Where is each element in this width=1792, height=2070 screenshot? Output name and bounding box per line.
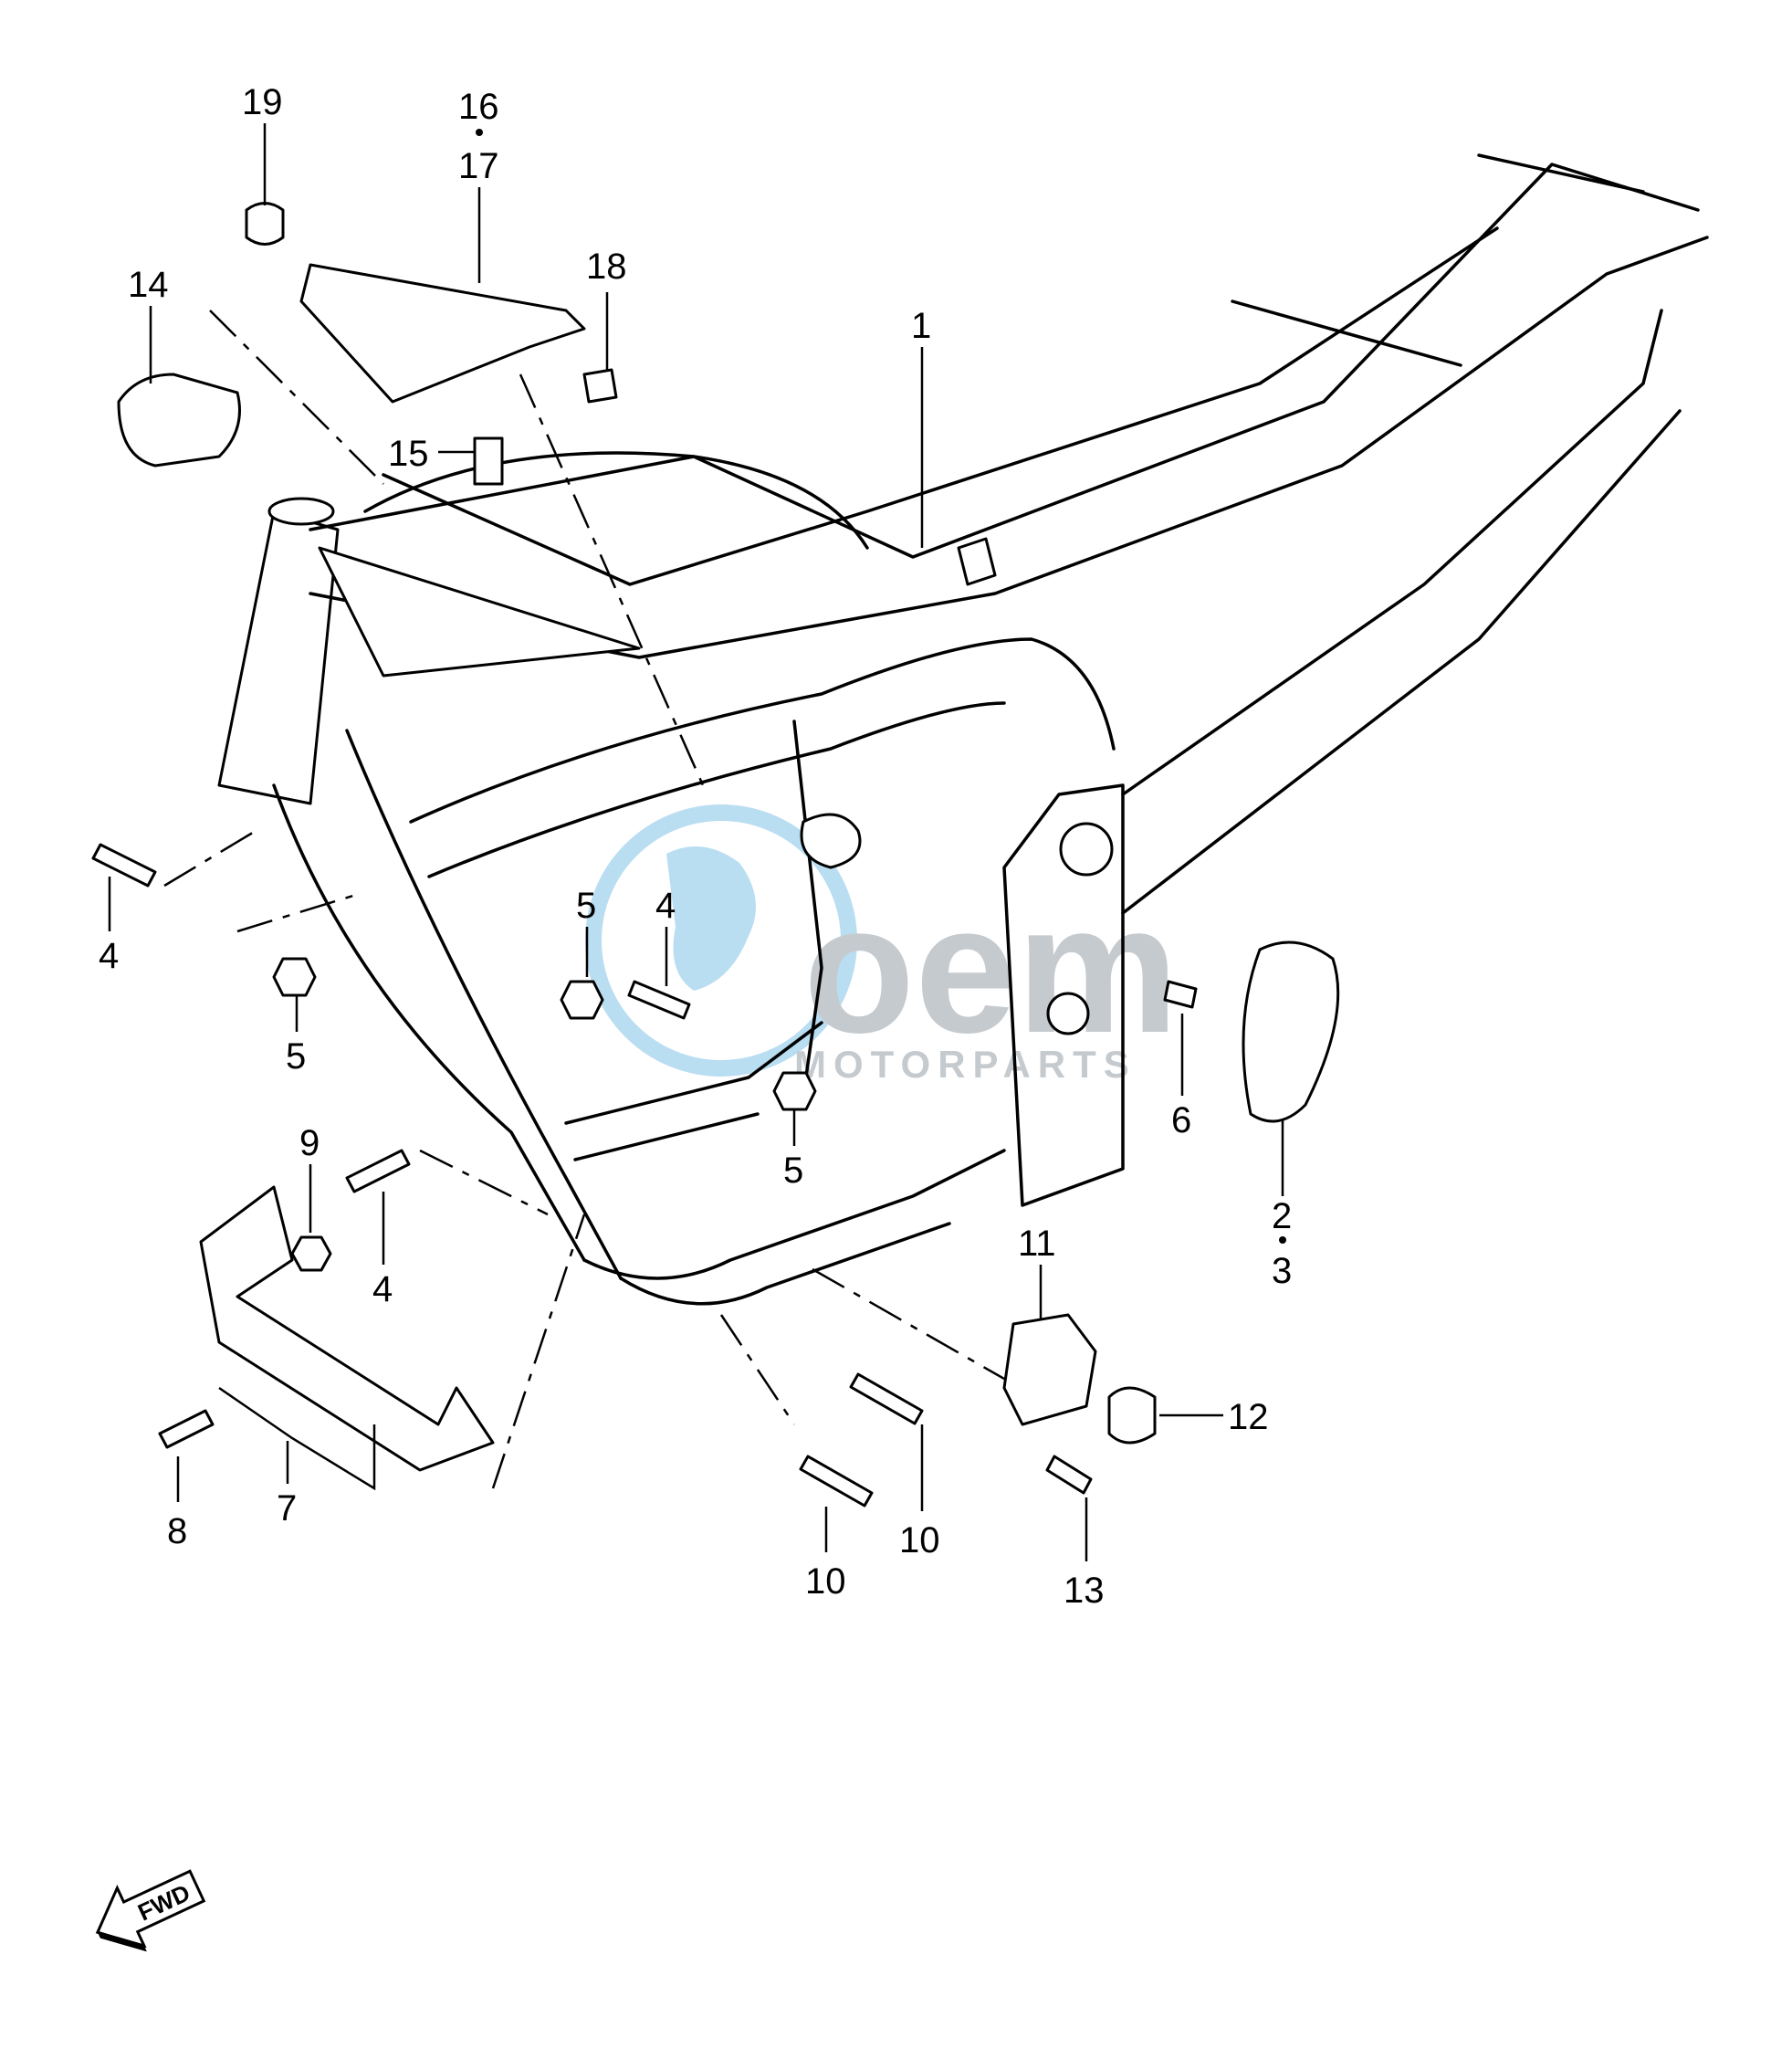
- bolt-4-left: [91, 843, 157, 888]
- main-frame: [217, 153, 1709, 1306]
- pivot-hole-upper: [1059, 822, 1114, 877]
- callout-2: 2: [1272, 1196, 1292, 1236]
- callout-5-lower: 5: [783, 1151, 803, 1191]
- callout-12: 12: [1228, 1397, 1269, 1437]
- separator-dot-2-3: [1279, 1236, 1286, 1244]
- grommet-19: [245, 202, 285, 246]
- bracket-7: [199, 1185, 495, 1472]
- nut-5-left: [272, 957, 317, 997]
- bushing-12: [1107, 1386, 1157, 1445]
- callout-5-middle: 5: [576, 886, 596, 926]
- callout-17: 17: [458, 146, 499, 186]
- bolt-10-lower: [799, 1455, 874, 1508]
- cross-tube-lower: [427, 701, 1006, 878]
- assembly-line-7: [491, 1214, 586, 1489]
- assembly-line-4-left: [163, 829, 257, 888]
- cylinder-boss: [800, 813, 862, 869]
- callout-15: 15: [388, 434, 429, 474]
- tank-rail: [363, 451, 869, 550]
- cross-tube: [409, 637, 1116, 824]
- bolt-4-lower: [345, 1149, 411, 1193]
- fwd-arrow-icon: [95, 1869, 206, 1949]
- fwd-arrow-shadow: [97, 1932, 147, 1952]
- callout-4-left: 4: [99, 936, 119, 976]
- top-rail-right: [309, 236, 1709, 659]
- callout-10-left: 10: [805, 1561, 846, 1602]
- rear-cross-2: [1477, 153, 1645, 194]
- callout-14: 14: [128, 265, 169, 305]
- callout-6: 6: [1171, 1100, 1191, 1140]
- top-rail-left: [309, 163, 1700, 559]
- bolt-15: [473, 436, 504, 486]
- bolt-10-upper: [849, 1372, 924, 1425]
- gusset-plate: [318, 546, 641, 678]
- swingarm-plate: [1002, 783, 1125, 1207]
- bolt-4-middle: [627, 980, 691, 1020]
- bracket-11: [1002, 1313, 1097, 1426]
- middle-brace-2: [573, 1112, 760, 1161]
- watermark-subtext: MOTORPARTS: [794, 1043, 1137, 1086]
- callout-19: 19: [242, 82, 283, 122]
- engine-mount: [792, 720, 823, 1098]
- callout-13: 13: [1064, 1571, 1105, 1611]
- seat-rail-2: [1121, 409, 1682, 915]
- assembly-line-16: [519, 373, 705, 786]
- leader-lines: [108, 123, 1284, 1561]
- callout-5-left: 5: [286, 1036, 306, 1077]
- assembly-line-10: [719, 1314, 796, 1425]
- pad-2-3: [1242, 940, 1340, 1123]
- assembly-line-9: [419, 1149, 549, 1216]
- fwd-arrow: FWD: [95, 1869, 206, 1952]
- assembly-line-11: [812, 1267, 1005, 1381]
- callout-10-right: 10: [899, 1520, 940, 1560]
- small-parts: [91, 202, 1340, 1508]
- callout-16: 16: [458, 87, 499, 127]
- down-tube-rear: [345, 729, 623, 1280]
- callout-11: 11: [1018, 1224, 1056, 1264]
- watermark-logo: oem: [803, 867, 1179, 1071]
- callouts: 19 16 17 18 14 15 1 4 5 5 4 5 6 2 3 9 4 …: [99, 82, 1292, 1611]
- bolt-6: [1163, 980, 1198, 1009]
- nut-5-lower: [772, 1071, 817, 1111]
- top-rail-inner: [382, 226, 1499, 586]
- bolt-13: [1045, 1455, 1093, 1495]
- lower-cradle: [582, 1149, 1006, 1280]
- assembly-line-14: [209, 310, 384, 485]
- down-tube-front: [272, 783, 586, 1262]
- callout-7: 7: [277, 1488, 297, 1529]
- pivot-hole-lower: [1046, 992, 1090, 1035]
- separator-dot-16-17: [476, 129, 483, 136]
- callout-18: 18: [586, 247, 627, 287]
- seat-rail: [1121, 309, 1663, 796]
- leader-7: [218, 1386, 376, 1491]
- assembly-lines: [163, 310, 1005, 1489]
- callout-4-middle: 4: [655, 886, 676, 926]
- rear-tab: [957, 537, 997, 586]
- rear-cross: [1231, 299, 1462, 367]
- nut-5-middle: [560, 980, 604, 1020]
- screw-18: [582, 368, 618, 404]
- steering-head: [217, 510, 340, 805]
- watermark-globe: [585, 804, 857, 1077]
- callout-9: 9: [299, 1123, 320, 1163]
- callout-1: 1: [911, 306, 931, 346]
- lower-cradle-2: [619, 1222, 951, 1306]
- middle-brace: [564, 1021, 823, 1125]
- assembly-line-5-left: [236, 893, 357, 933]
- callout-3: 3: [1272, 1251, 1292, 1291]
- watermark-globe-land: [666, 846, 756, 991]
- cap-14: [117, 373, 241, 468]
- bolt-8: [158, 1409, 215, 1449]
- nut-9: [290, 1235, 332, 1272]
- head-top-cap: [267, 497, 335, 526]
- watermark: oem MOTORPARTS: [585, 804, 1179, 1086]
- callout-8: 8: [167, 1511, 187, 1551]
- callout-4-lower: 4: [372, 1269, 393, 1309]
- frame-cover-16-17: [299, 263, 586, 404]
